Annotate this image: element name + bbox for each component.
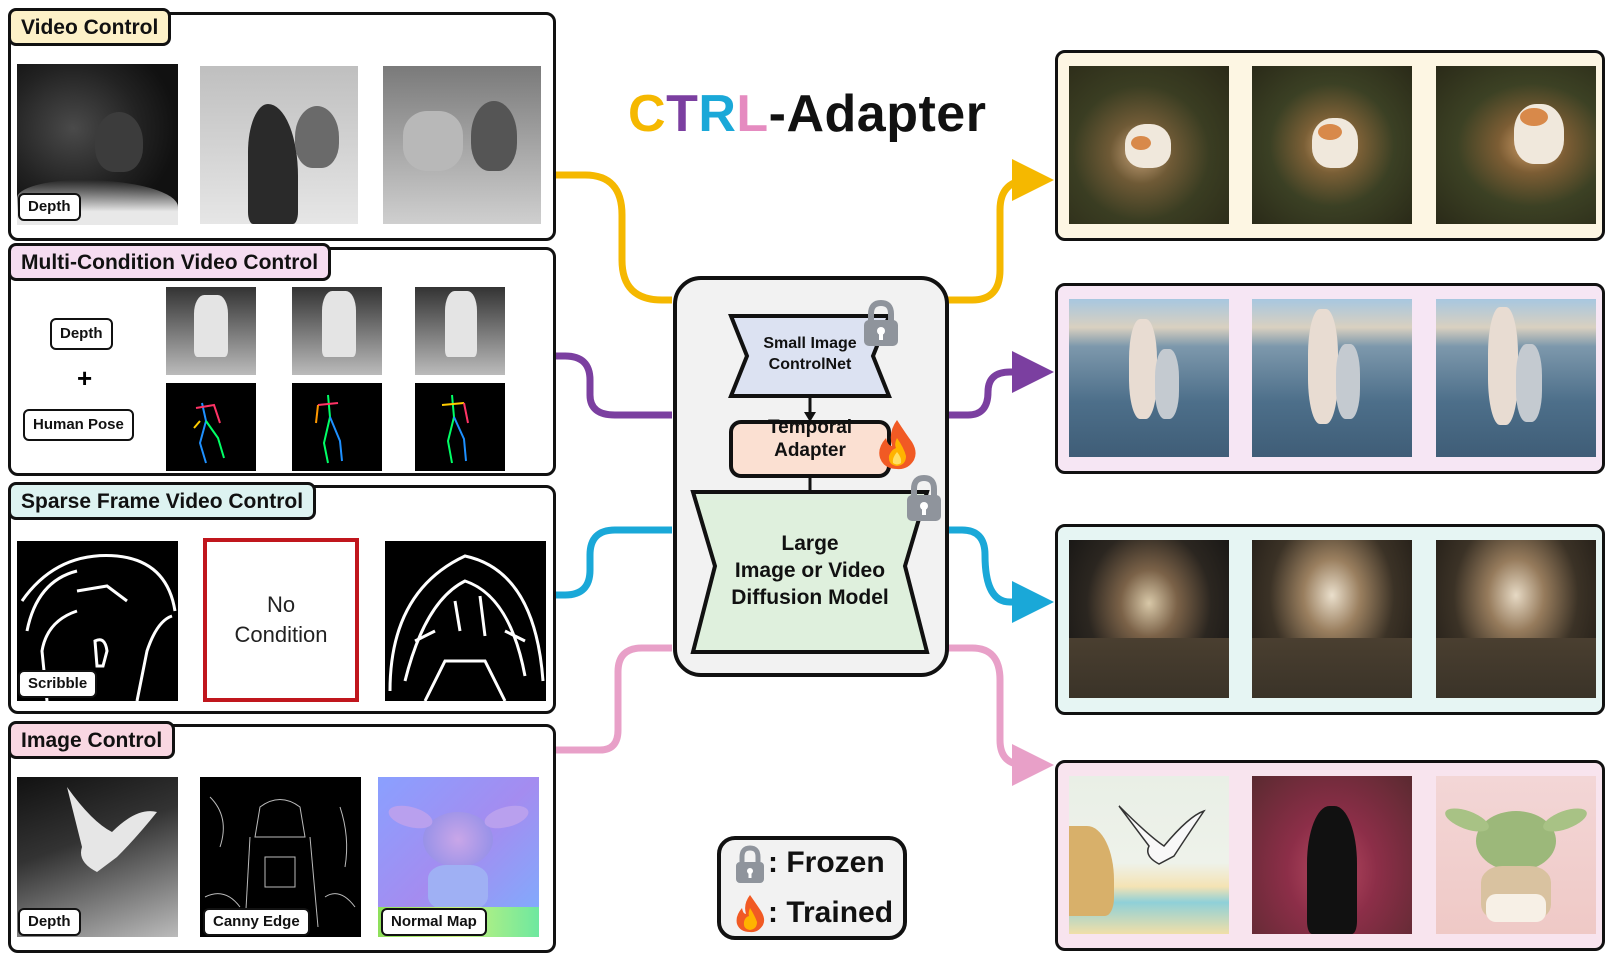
hallway-video-frame-3 [1436, 540, 1596, 698]
baby-yoda-image [1436, 776, 1596, 934]
no-condition-frame [203, 538, 359, 702]
title-letter-c: C [628, 85, 667, 143]
cat-video-frame-1 [1069, 66, 1229, 224]
pose-skeleton-frames [166, 383, 505, 471]
lock-icon [864, 300, 898, 346]
title-rest: -Adapter [768, 85, 987, 143]
title-letter-l: L [736, 85, 769, 143]
pose-depth-frame-2 [292, 287, 382, 375]
multi-condition-title: Multi-Condition Video Control [8, 243, 332, 281]
title-letter-t: T [666, 85, 699, 143]
output-line-blue [947, 526, 1054, 623]
input-line-pink [545, 644, 672, 754]
output-line-pink [947, 644, 1054, 786]
input-line-yellow [545, 171, 672, 304]
legend-trained: : Trained [768, 896, 894, 929]
beach-video-frame-3 [1436, 299, 1596, 457]
scribble-frame-3 [385, 541, 546, 701]
beach-video-frame-1 [1069, 299, 1229, 457]
hallway-video-frame-1 [1069, 540, 1229, 698]
controlnet-label: Small Image ControlNet [763, 335, 857, 373]
depth-frame-2 [200, 66, 358, 224]
pose-depth-frame-1 [166, 287, 256, 375]
output-line-purple [947, 351, 1054, 419]
darth-vader-image [1252, 776, 1412, 934]
architecture-diagram [690, 314, 930, 654]
normal-map-tag: Normal Map [381, 908, 487, 936]
beach-video-frame-2 [1252, 299, 1412, 457]
hallway-video-frame-2 [1252, 540, 1412, 698]
seagull-image [1069, 776, 1229, 934]
canny-edge-tag: Canny Edge [203, 908, 310, 936]
lock-icon [907, 475, 941, 521]
input-line-blue [545, 526, 672, 599]
human-pose-tag: Human Pose [23, 409, 134, 441]
sparse-frame-title: Sparse Frame Video Control [8, 482, 317, 520]
legend-frozen: : Frozen [768, 846, 885, 879]
input-line-purple [545, 352, 672, 419]
cat-video-frame-2 [1252, 66, 1412, 224]
output-line-yellow [947, 159, 1054, 304]
cat-video-frame-3 [1436, 66, 1596, 224]
ctrl-adapter-title: CTRL-Adapter [628, 84, 986, 144]
no-condition-label: No Condition [234, 592, 328, 647]
fire-icon [879, 420, 916, 470]
depth-tag: Depth [18, 908, 81, 936]
depth-tag: Depth [50, 318, 113, 350]
lock-icon [736, 845, 764, 883]
depth-frame-3 [383, 66, 541, 224]
scribble-tag: Scribble [18, 670, 98, 698]
plus-sign: + [77, 363, 93, 393]
video-control-title: Video Control [8, 8, 172, 46]
depth-tag: Depth [18, 193, 81, 221]
temporal-adapter-label: Temporal Adapter [767, 417, 853, 461]
title-letter-r: R [698, 85, 737, 143]
diffusion-model-label: Large Image or Video Diffusion Model [731, 532, 889, 609]
image-control-title: Image Control [8, 721, 176, 759]
pose-depth-frame-3 [415, 287, 505, 375]
fire-icon [736, 895, 765, 933]
